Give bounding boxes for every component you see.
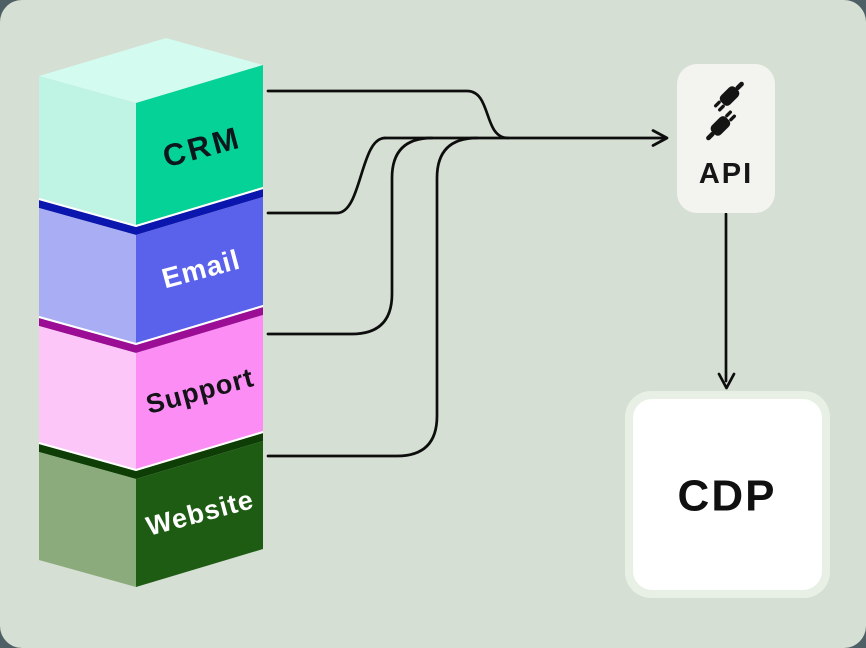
plug-icon-right-prong-1 xyxy=(713,100,721,108)
crm-top-face xyxy=(39,38,263,103)
email-front-face xyxy=(136,197,263,343)
crm-front-face xyxy=(136,65,263,225)
box-crm xyxy=(39,38,263,225)
connector-email xyxy=(266,136,387,215)
api-node: API xyxy=(677,64,775,213)
box-support xyxy=(39,307,263,469)
trunk-arrowhead xyxy=(651,129,669,147)
website-top-edge-front xyxy=(136,433,263,479)
support-front-face xyxy=(136,315,263,469)
website-top-edge-side xyxy=(39,444,136,479)
website-front-face xyxy=(136,441,263,587)
support-top-edge-side xyxy=(39,318,136,353)
crm-side-face xyxy=(39,76,136,225)
source-stack: CRM Email Support Website xyxy=(38,38,264,587)
cdp-label: CDP xyxy=(678,472,777,521)
email-top-edge-front xyxy=(136,189,263,235)
cdp-box xyxy=(633,399,822,590)
box-website xyxy=(39,433,263,587)
stack-seams xyxy=(38,187,264,472)
api-box xyxy=(677,64,775,213)
connector-website xyxy=(266,136,479,458)
support-top-edge-front xyxy=(136,307,263,353)
plug-icon-left-stub xyxy=(706,131,715,141)
plug-icon-right-prong-2 xyxy=(718,104,725,112)
connectors xyxy=(266,89,736,458)
plug-icon-left-prong-1 xyxy=(725,110,732,118)
seam-support-website xyxy=(38,431,264,472)
seam-email-support xyxy=(38,305,264,346)
api-label: API xyxy=(699,158,753,190)
email-side-face xyxy=(39,208,136,343)
api-cdp-arrowhead xyxy=(717,372,736,390)
cdp-node: CDP xyxy=(625,391,830,598)
box-email xyxy=(39,189,263,343)
plug-icon-right-body xyxy=(719,86,740,106)
website-side-face xyxy=(39,452,136,587)
connector-support xyxy=(266,136,434,336)
connector-crm xyxy=(266,89,510,140)
seam-crm-email xyxy=(38,187,264,228)
plug-icon-left-prong-2 xyxy=(729,114,737,122)
plug-icon-left-body xyxy=(710,116,731,136)
plug-icon xyxy=(706,81,744,141)
email-top-edge-side xyxy=(39,200,136,235)
support-side-face xyxy=(39,326,136,469)
plug-icon-right-stub xyxy=(735,81,744,91)
